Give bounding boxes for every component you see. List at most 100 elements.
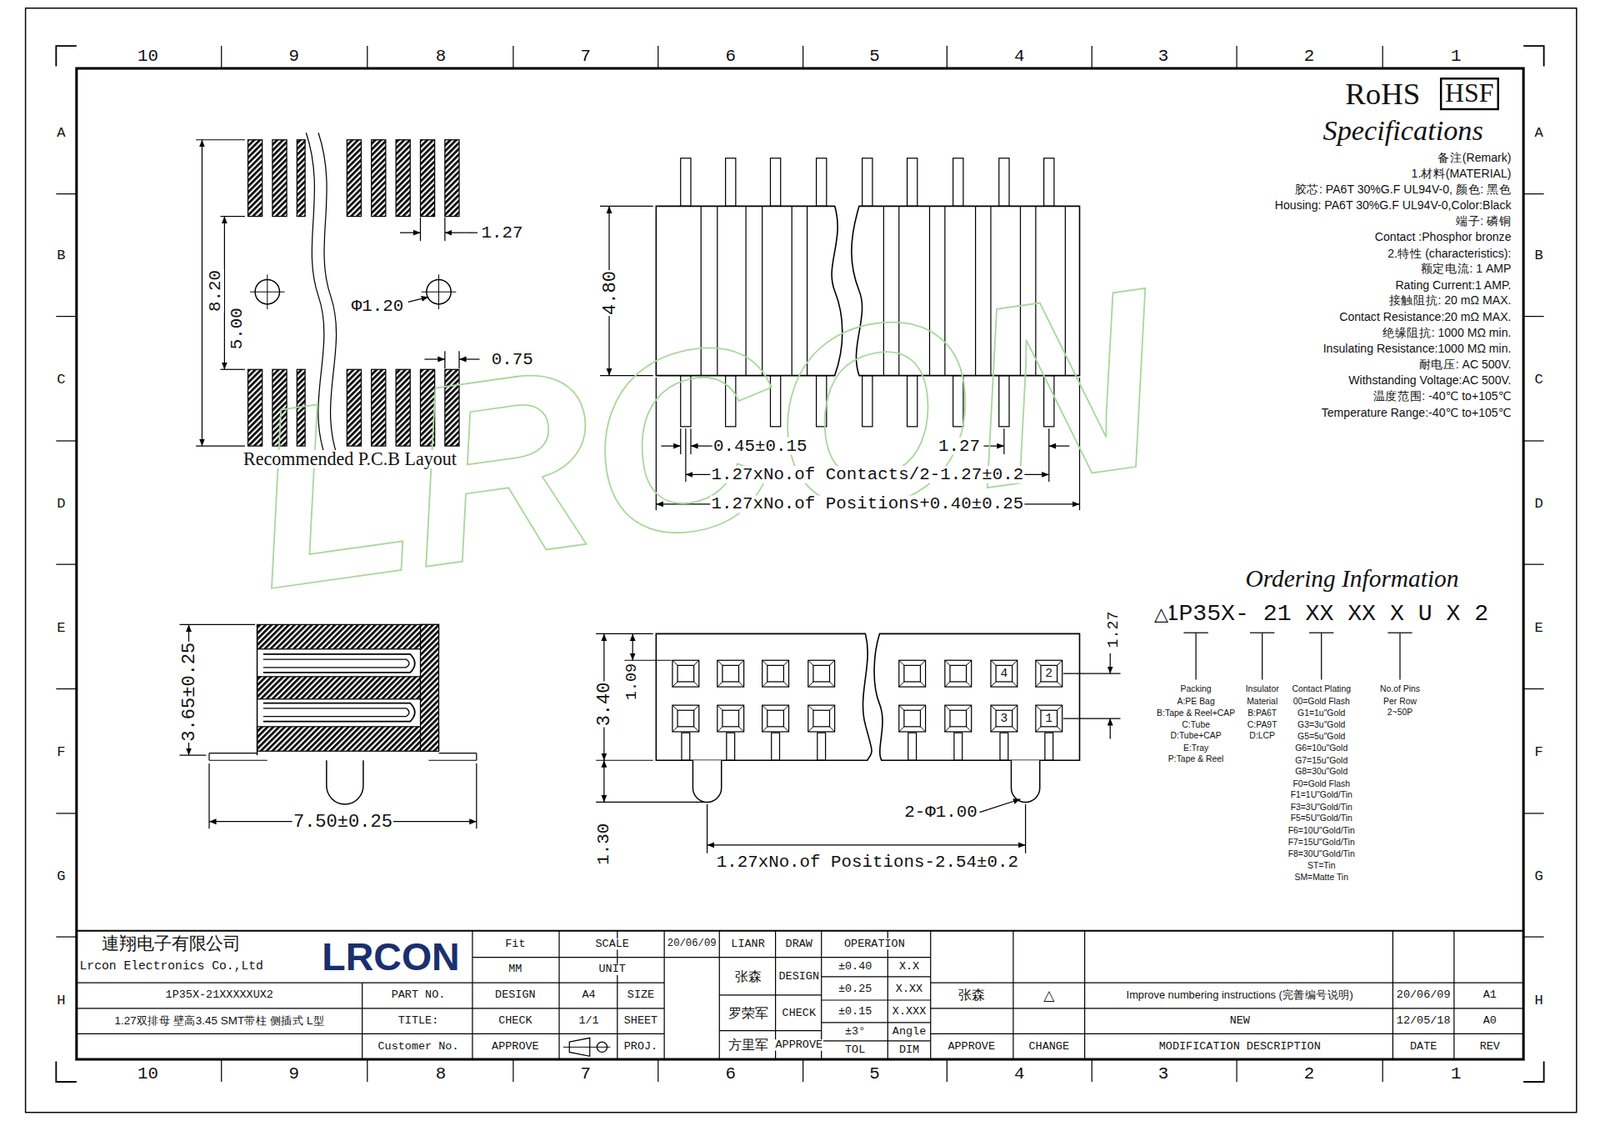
title-block-cell: ±0.25 <box>837 983 874 995</box>
contact-pin <box>953 158 964 207</box>
contact-pin <box>816 158 827 207</box>
line <box>672 681 678 687</box>
zone-number: 4 <box>1013 1065 1026 1083</box>
zone-number: 1 <box>1450 1065 1463 1083</box>
title-block-line <box>472 1007 665 1009</box>
smt-pad <box>346 369 361 446</box>
dimension: 4.80 <box>600 270 620 316</box>
contact-cavity <box>899 705 926 732</box>
contact-leg <box>771 732 780 760</box>
dimension-line <box>224 216 225 370</box>
title-block-line <box>821 956 931 958</box>
part-code: 1P35X- 21 XX XX X U X 2 <box>1163 602 1490 626</box>
zone-tick <box>1523 193 1544 195</box>
housing-line <box>1065 205 1066 375</box>
contact-pin <box>770 375 780 427</box>
title-block-line <box>821 975 931 977</box>
code-field: No.of Pins <box>1379 684 1421 693</box>
title-block-line <box>76 1033 473 1035</box>
title-block-cell: UNIT <box>597 964 627 975</box>
title-block-line <box>616 930 618 1060</box>
line <box>1057 726 1063 732</box>
housing-body <box>851 205 1080 375</box>
contact-pin <box>907 375 918 427</box>
break-line <box>318 132 337 455</box>
zone-letter: D <box>1533 495 1545 510</box>
contact-leg <box>817 732 826 760</box>
contact-pin <box>680 158 691 207</box>
code-option: F0=Gold Flash <box>1291 779 1351 788</box>
contact-pin <box>1044 375 1055 427</box>
line <box>685 428 686 482</box>
zone-letter: G <box>1533 868 1545 883</box>
title-block-line <box>821 1040 931 1041</box>
zone-tick <box>55 193 76 195</box>
title-block-line <box>664 930 665 1060</box>
zone-number: 7 <box>579 1065 592 1083</box>
line <box>739 726 745 732</box>
contact-cavity <box>762 705 790 732</box>
contact-pin <box>999 158 1010 207</box>
contact-cavity <box>950 665 967 682</box>
zone-tick <box>512 1059 514 1082</box>
spec-note: Withstanding Voltage:AC 500V. <box>1347 375 1513 387</box>
zone-tick <box>55 564 76 565</box>
title-block-cell: 张森 <box>733 970 762 984</box>
line <box>624 660 671 661</box>
title-block-line <box>76 930 1524 932</box>
zone-tick <box>366 45 368 69</box>
line <box>209 760 268 761</box>
zone-number: 8 <box>435 47 448 65</box>
code-field: Material <box>1245 696 1279 705</box>
contact-cavity <box>672 660 700 687</box>
zone-letter: B <box>1533 248 1545 263</box>
contact-cavity <box>672 705 700 732</box>
contact-pin <box>999 375 1010 427</box>
title-block-cell: 1/1 <box>577 1015 600 1026</box>
line <box>808 726 814 732</box>
contact-pin <box>907 158 918 207</box>
zone-tick <box>946 1059 948 1082</box>
title-block-cell: 1.27双排母 壁高3.45 SMT带柱 侧插式 L型 <box>113 1015 325 1026</box>
zone-number: 2 <box>1303 47 1316 65</box>
code-option: F6=10U"Gold/Tin <box>1287 825 1356 835</box>
section-hatch <box>420 624 439 751</box>
rohs-mark: RoHS <box>1344 78 1421 110</box>
zone-letter: B <box>55 248 67 263</box>
spec-note: 温度范围: -40℃ to+105℃ <box>1371 390 1512 403</box>
title-block-cell: X.XX <box>895 983 925 995</box>
zone-letter: H <box>1533 992 1545 1007</box>
zone-tick <box>1382 45 1384 69</box>
corner-mark <box>55 45 76 66</box>
title-block-line <box>472 982 665 984</box>
smt-pad <box>395 369 410 446</box>
smt-pad <box>248 369 263 446</box>
line <box>475 753 477 761</box>
contact-cavity <box>813 665 830 682</box>
code-option: D:Tube+CAP <box>1169 731 1223 740</box>
line <box>990 705 996 710</box>
line <box>1048 428 1050 482</box>
title-block-cell: MODIFICATION DESCRIPTION <box>1158 1041 1322 1053</box>
title-block-line <box>821 999 931 1000</box>
contact-cavity <box>767 665 785 682</box>
line <box>920 726 925 732</box>
spec-note: Insulating Resistance:1000 MΩ min. <box>1321 343 1512 355</box>
sheet-border <box>25 8 1577 1113</box>
company-name: Lrcon Electronics Co.,Ltd <box>78 960 265 973</box>
contact-pin <box>953 375 964 427</box>
code-option: G3=3u"Gold <box>1296 720 1347 729</box>
pin-number: 3 <box>999 712 1009 725</box>
housing-line <box>791 205 793 375</box>
contact-pin <box>770 158 780 207</box>
line <box>1035 705 1041 710</box>
title-block-cell: SCALE <box>594 938 630 950</box>
smt-pad <box>272 369 287 446</box>
line <box>830 705 835 710</box>
contact-leg <box>1000 732 1009 760</box>
title-block-cell: PROJ. <box>623 1041 660 1053</box>
title-block-cell: MM <box>507 964 524 975</box>
company-logo: LRCON <box>320 937 461 977</box>
smt-pad <box>420 369 435 446</box>
line <box>1012 660 1018 665</box>
